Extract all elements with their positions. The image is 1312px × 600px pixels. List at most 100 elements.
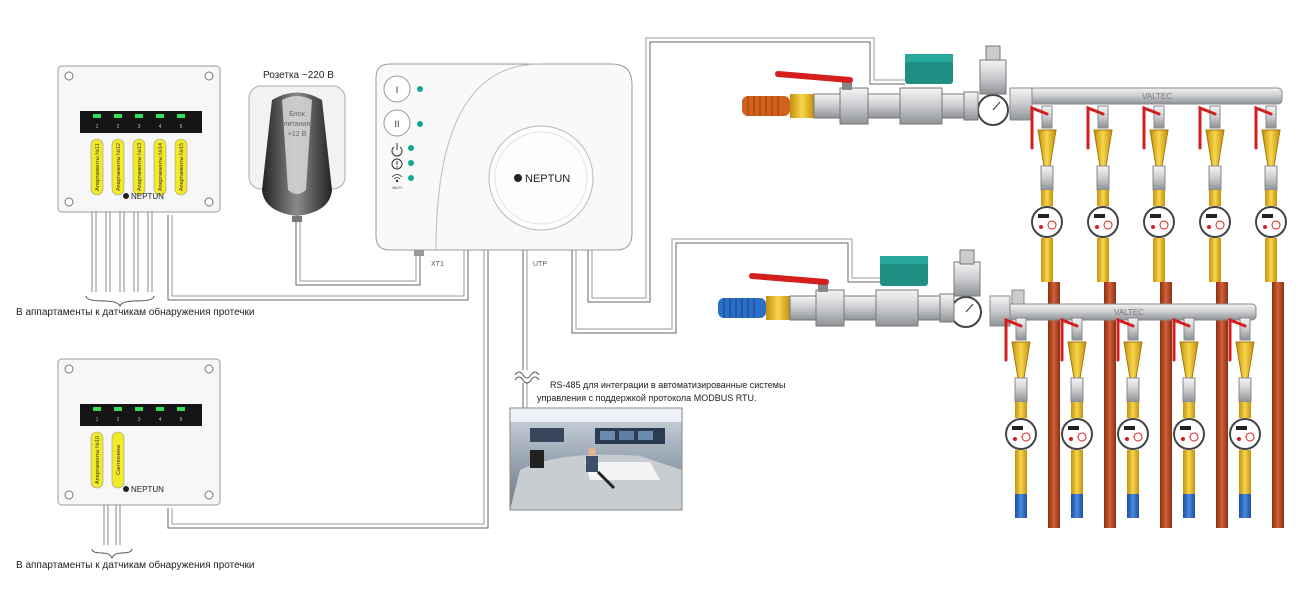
expansion-module-top: 1 2 3 4 5 Апартаменты №11 Апартаменты №12 Апар… — [57, 65, 221, 213]
button-1-label: I — [396, 85, 399, 95]
apartment-tag-label: Апартаменты №15 — [179, 143, 185, 191]
wifi-label: Wi-Fi — [392, 185, 401, 190]
rs485-line-1: RS-485 для интеграции в автоматизированн… — [550, 380, 785, 390]
water-meter-icon — [1031, 206, 1063, 238]
manifold-brand: VALTEC — [1142, 92, 1172, 101]
channel-led — [93, 114, 101, 118]
outlet-valve-handle — [1172, 317, 1191, 362]
apartment-tag-label: Апартаменты №11 — [95, 143, 101, 191]
apartment-tag-label: Апартаменты №12 — [116, 143, 122, 191]
ball-valve-handle — [749, 273, 829, 285]
hot-pipe — [1104, 282, 1116, 528]
outlet-valve-handle — [1228, 317, 1247, 362]
neptun-logo-icon — [123, 193, 129, 199]
outlet-valve-handle — [1142, 105, 1161, 150]
outlet-valve-handle — [1198, 105, 1217, 150]
utp-label: UTP — [533, 261, 547, 268]
hot-water-manifold: VALTEC — [742, 45, 1287, 528]
apartment-tag — [153, 138, 167, 196]
apartments-label-bottom: В аппартаменты к датчикам обнаружения пр… — [16, 560, 255, 571]
cold-hose-end — [1127, 494, 1139, 518]
channel-led — [177, 114, 185, 118]
hot-pipe — [1048, 282, 1060, 528]
rs485-line-2: управления с поддержкой протокола MODBUS… — [537, 393, 757, 403]
button-2[interactable] — [383, 109, 411, 137]
channel-number: 1 — [96, 124, 99, 130]
module-brand: NEPTUN — [131, 192, 164, 201]
button-1[interactable] — [383, 75, 411, 103]
module-brand: NEPTUN — [131, 485, 164, 494]
outlet-valve-handle — [1004, 317, 1023, 362]
water-meter-icon — [1117, 418, 1149, 450]
water-meter-icon — [1173, 418, 1205, 450]
apartment-tag-label: Апартаменты №13 — [137, 143, 143, 191]
power-icon — [391, 143, 403, 157]
curly-brace-icon — [85, 295, 155, 308]
outlet-valve-handle — [1116, 317, 1135, 362]
expansion-module-bottom: 1 2 3 4 5 Апартаменты №10 Сантехника NEPTUN — [57, 358, 221, 506]
channel-number: 3 — [138, 124, 141, 130]
outlet-valve-handle — [1030, 105, 1049, 150]
apartment-tag-label: Сантехника — [116, 444, 122, 475]
water-meter-icon — [1005, 418, 1037, 450]
wires — [167, 37, 905, 529]
hot-pipe — [1272, 282, 1284, 528]
channel-led — [93, 407, 101, 411]
psu-label-3: +12 В — [288, 131, 307, 138]
neptun-controller: NEPTUN I II Wi-Fi XT1 UTP — [375, 63, 633, 268]
water-meter-icon — [1087, 206, 1119, 238]
outlet-valve-handle — [1254, 105, 1273, 150]
xt1-label: XT1 — [431, 261, 444, 268]
sensor-cables-bottom — [103, 505, 121, 545]
manifold-brand: VALTEC — [1114, 308, 1144, 317]
hot-pipe — [1160, 282, 1172, 528]
apartments-label-top: В аппартаменты к датчикам обнаружения пр… — [16, 307, 255, 318]
apartment-tag — [90, 138, 104, 196]
apartment-tag — [111, 431, 125, 489]
neptun-logo-icon — [514, 174, 522, 182]
channel-number: 2 — [117, 124, 120, 130]
apartment-tag — [174, 138, 188, 196]
channel-led — [114, 114, 122, 118]
apartment-tag — [90, 431, 104, 489]
channel-number: 4 — [159, 417, 162, 423]
apartment-tag — [132, 138, 146, 196]
ball-valve-handle — [775, 71, 853, 83]
sensor-cables-top — [91, 212, 153, 292]
hot-pipe — [1216, 282, 1228, 528]
cable-break-icon — [514, 371, 540, 384]
channel-number: 1 — [96, 417, 99, 423]
controller-brand: NEPTUN — [525, 173, 570, 185]
water-meter-icon — [1199, 206, 1231, 238]
apartment-tag-label: Апартаменты №10 — [95, 436, 101, 484]
cold-water-manifold: VALTEC — [718, 249, 1261, 518]
alert-icon — [391, 158, 403, 170]
channel-led — [135, 114, 143, 118]
cold-hose-end — [1015, 494, 1027, 518]
control-room-image — [509, 407, 683, 511]
power-supply: Блок питания +12 В — [248, 85, 346, 222]
channel-led — [156, 114, 164, 118]
psu-label-1: Блок — [289, 111, 306, 118]
button-2-label: II — [394, 119, 399, 129]
apartment-tag-label: Апартаменты №14 — [158, 143, 164, 191]
channel-led — [177, 407, 185, 411]
cold-hose-end — [1239, 494, 1251, 518]
cold-hose-end — [1183, 494, 1195, 518]
channel-led — [114, 407, 122, 411]
wifi-icon — [391, 174, 403, 183]
channel-number: 5 — [180, 417, 183, 423]
channel-number: 4 — [159, 124, 162, 130]
neptun-logo-icon — [123, 486, 129, 492]
water-meter-icon — [1061, 418, 1093, 450]
channel-number: 5 — [180, 124, 183, 130]
water-meter-icon — [1229, 418, 1261, 450]
channel-number: 3 — [138, 417, 141, 423]
curly-brace-icon — [91, 548, 133, 560]
water-meter-icon — [1143, 206, 1175, 238]
channel-number: 2 — [117, 417, 120, 423]
channel-led — [135, 407, 143, 411]
psu-label-2: питания — [284, 121, 310, 128]
outlet-valve-handle — [1060, 317, 1079, 362]
